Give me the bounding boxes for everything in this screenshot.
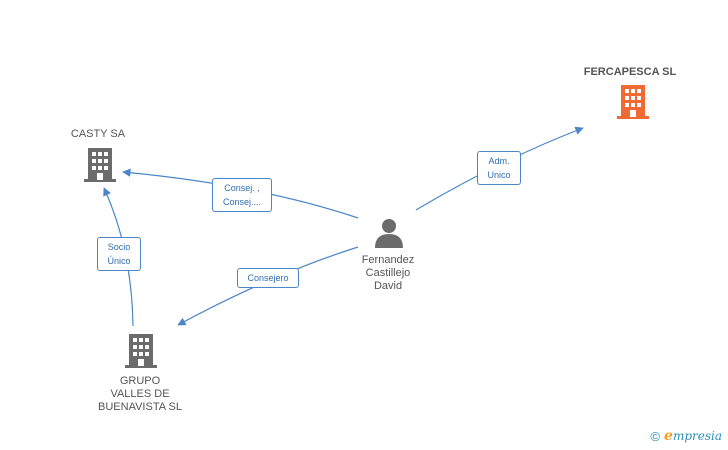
node-label-line: Fernandez xyxy=(361,254,415,266)
node-label-line: VALLES DE xyxy=(110,388,170,400)
person-icon[interactable] xyxy=(374,218,404,248)
edge-label-adm-unico[interactable]: Adm. Unico xyxy=(477,151,521,185)
node-label-line: BUENAVISTA SL xyxy=(98,401,182,413)
edge-label-line: Adm. xyxy=(488,156,510,166)
copyright-symbol: © xyxy=(650,428,661,444)
node-label-grupo: GRUPO VALLES DE BUENAVISTA SL xyxy=(80,375,200,414)
edge-label-line: Consejero xyxy=(247,273,289,283)
node-label-casty: CASTY SA xyxy=(70,128,126,140)
empresia-watermark[interactable]: © empresia xyxy=(650,428,722,444)
node-label-fercapesca: FERCAPESCA SL xyxy=(583,66,677,78)
edge-label-line: Socio xyxy=(107,242,131,252)
node-label-line: GRUPO xyxy=(119,375,161,387)
building-icon[interactable] xyxy=(617,85,649,119)
node-label-line: David xyxy=(373,280,403,292)
brand-initial: e xyxy=(664,428,673,444)
building-icon[interactable] xyxy=(125,334,157,368)
edge-label-consej[interactable]: Consej. , Consej.... xyxy=(212,178,272,212)
edge-label-socio-unico[interactable]: Socio Único xyxy=(97,237,141,271)
brand-logo: empresia xyxy=(664,428,722,444)
edge-label-line: Único xyxy=(107,256,131,266)
building-icon[interactable] xyxy=(84,148,116,182)
edge-label-line: Consej.... xyxy=(222,197,262,207)
node-label-person: Fernandez Castillejo David xyxy=(338,254,438,293)
node-label-line: Castillejo xyxy=(365,267,411,279)
brand-name: mpresia xyxy=(672,429,722,443)
edge-label-line: Unico xyxy=(487,170,511,180)
edge-label-consejero[interactable]: Consejero xyxy=(237,268,299,288)
edge-label-line: Consej. , xyxy=(224,183,260,193)
